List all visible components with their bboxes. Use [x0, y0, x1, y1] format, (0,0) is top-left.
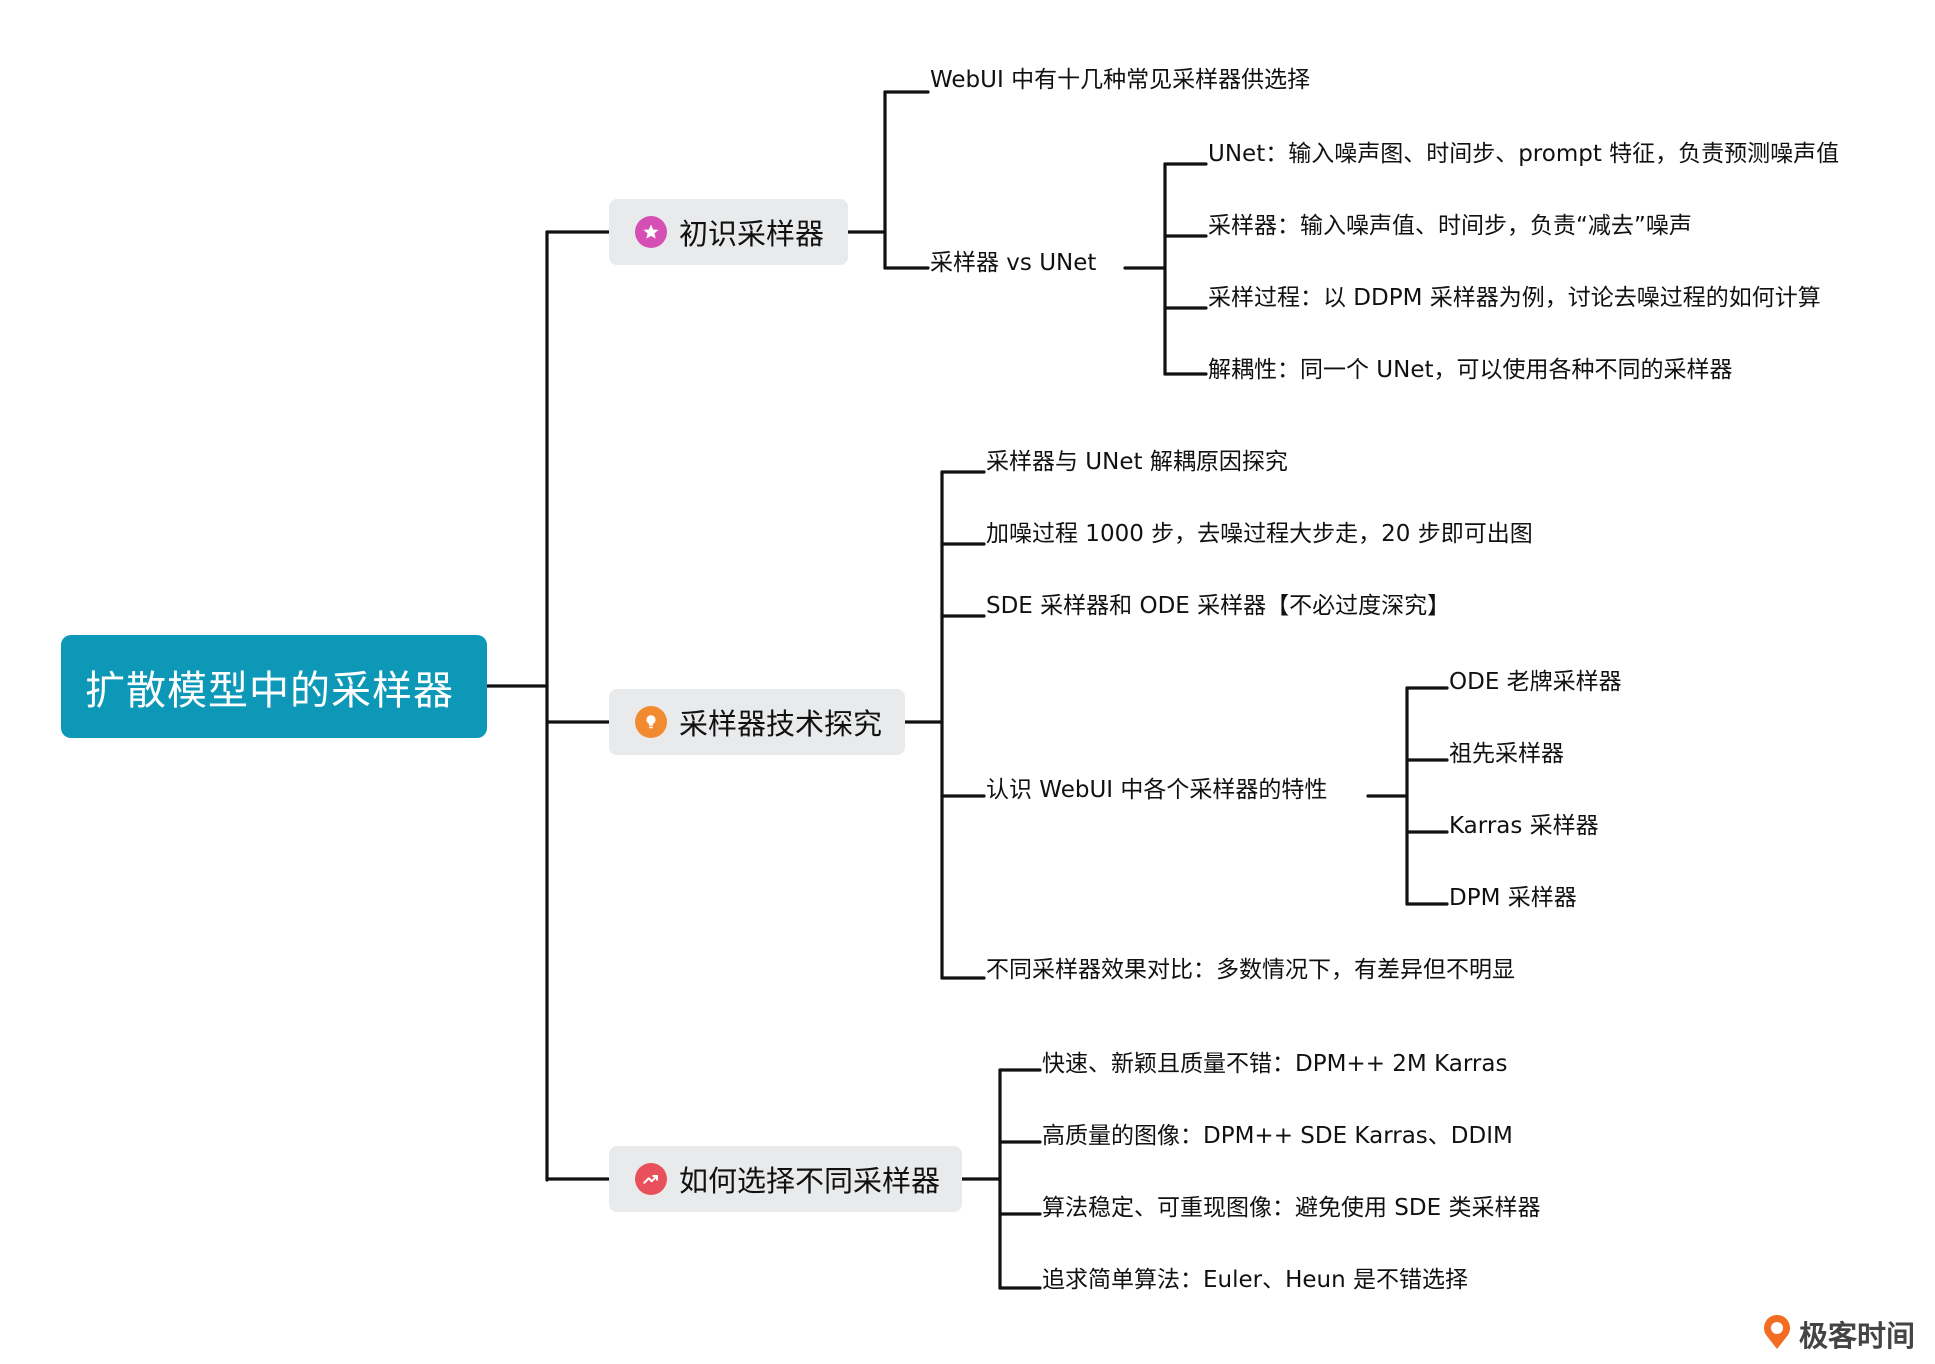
root-label: 扩散模型中的采样器 — [85, 667, 454, 714]
leaf-node[interactable]: 加噪过程 1000 步，去噪过程大步走，20 步即可出图 — [986, 521, 1533, 547]
geektime-logo: 极客时间 — [1761, 1313, 1915, 1355]
leaf-node[interactable]: WebUI 中有十几种常见采样器供选择 — [930, 67, 1311, 93]
leaf-node[interactable]: 采样器与 UNet 解耦原因探究 — [986, 449, 1288, 475]
branch-node-intro[interactable]: 初识采样器 — [609, 199, 848, 265]
leaf-node[interactable]: DPM 采样器 — [1449, 885, 1577, 911]
leaf-node-sampler-vs-unet[interactable]: 采样器 vs UNet — [930, 250, 1097, 276]
trend-up-icon — [635, 1163, 667, 1195]
leaf-node[interactable]: 解耦性：同一个 UNet，可以使用各种不同的采样器 — [1208, 357, 1733, 383]
branch-label: 如何选择不同采样器 — [679, 1164, 941, 1198]
leaf-node[interactable]: 快速、新颖且质量不错：DPM++ 2M Karras — [1042, 1051, 1508, 1077]
geektime-logo-icon — [1761, 1313, 1793, 1355]
leaf-node[interactable]: 祖先采样器 — [1449, 741, 1564, 767]
leaf-node[interactable]: 高质量的图像：DPM++ SDE Karras、DDIM — [1042, 1123, 1513, 1149]
branch-label: 采样器技术探究 — [679, 707, 883, 741]
root-node[interactable]: 扩散模型中的采样器 — [61, 635, 487, 738]
lightbulb-icon — [635, 706, 667, 738]
leaf-node[interactable]: Karras 采样器 — [1449, 813, 1599, 839]
leaf-node[interactable]: 采样过程：以 DDPM 采样器为例，讨论去噪过程的如何计算 — [1208, 285, 1821, 311]
leaf-node-webui-samplers[interactable]: 认识 WebUI 中各个采样器的特性 — [986, 777, 1328, 803]
leaf-node[interactable]: 追求简单算法：Euler、Heun 是不错选择 — [1042, 1267, 1469, 1293]
leaf-node[interactable]: 不同采样器效果对比：多数情况下，有差异但不明显 — [986, 957, 1515, 983]
logo-text: 极客时间 — [1799, 1319, 1916, 1353]
leaf-node[interactable]: UNet：输入噪声图、时间步、prompt 特征，负责预测噪声值 — [1208, 141, 1840, 167]
star-icon — [635, 216, 667, 248]
branch-node-choose[interactable]: 如何选择不同采样器 — [609, 1146, 962, 1212]
leaf-node[interactable]: ODE 老牌采样器 — [1449, 669, 1622, 695]
leaf-node[interactable]: 采样器：输入噪声值、时间步，负责“减去”噪声 — [1208, 213, 1692, 239]
leaf-node[interactable]: 算法稳定、可重现图像：避免使用 SDE 类采样器 — [1042, 1195, 1541, 1221]
branch-node-tech[interactable]: 采样器技术探究 — [609, 689, 905, 755]
branch-label: 初识采样器 — [679, 217, 825, 251]
leaf-node[interactable]: SDE 采样器和 ODE 采样器【不必过度深究】 — [986, 593, 1451, 619]
